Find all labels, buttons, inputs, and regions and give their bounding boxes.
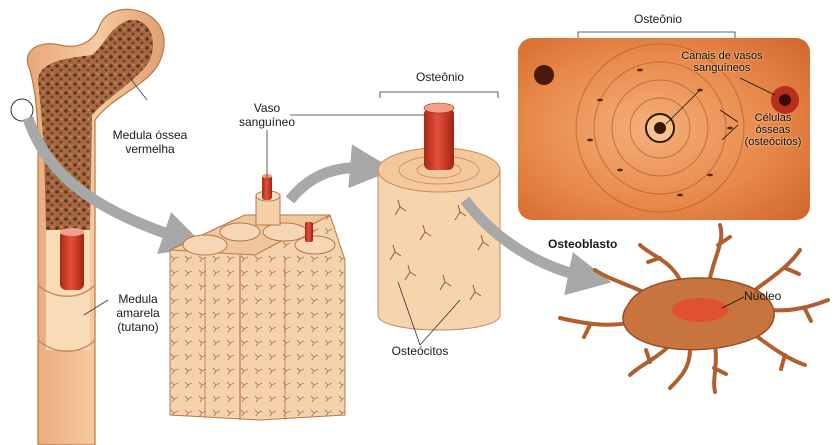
compact-bone-block	[169, 174, 346, 421]
label-canais: Canais de vasos sanguíneos	[681, 50, 763, 74]
label-medula-amarela: Medula amarela (tutano)	[116, 292, 160, 334]
label-osteoblasto: Osteoblasto	[548, 237, 618, 251]
osteoblast-cell	[558, 223, 830, 394]
label-osteonio-photo: Osteônio	[633, 12, 683, 26]
leader-celulas-2	[721, 124, 739, 141]
leader-osteocitos-1	[397, 281, 421, 346]
leader-osteocitos-2	[419, 299, 461, 346]
bracket-osteonio-photo	[577, 31, 736, 38]
arrow-femur-to-block	[22, 116, 206, 254]
arrow-osteon-to-cell	[460, 196, 612, 296]
label-osteocitos: Osteócitos	[391, 344, 449, 358]
leader-canais-2	[739, 77, 776, 96]
leader-nucleo	[721, 296, 745, 309]
bracket-osteonio-center	[379, 91, 499, 98]
osteon-micrograph	[518, 38, 810, 220]
label-celulas: Células ósseas (osteócitos)	[744, 112, 802, 148]
label-nucleo: Núcleo	[744, 289, 782, 303]
leader-medula-amarela	[83, 299, 109, 316]
label-osteonio-center: Osteônio	[415, 70, 465, 84]
leader-medula-vermelha	[129, 77, 148, 101]
leader-canais-1	[665, 89, 701, 125]
label-medula-vermelha: Medula óssea vermelha	[112, 128, 188, 156]
arrow-block-to-osteon	[285, 144, 394, 204]
leader-celulas-1	[719, 109, 739, 123]
label-vaso-sanguineo: Vaso sanguíneo	[238, 101, 296, 129]
